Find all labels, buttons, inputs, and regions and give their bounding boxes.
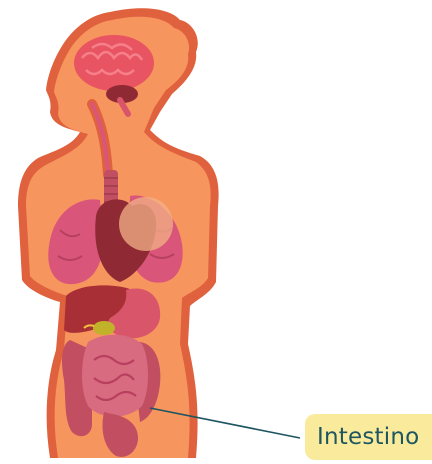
intestine-label: Intestino [317, 424, 419, 450]
intestine-label-box: Intestino [305, 414, 432, 460]
